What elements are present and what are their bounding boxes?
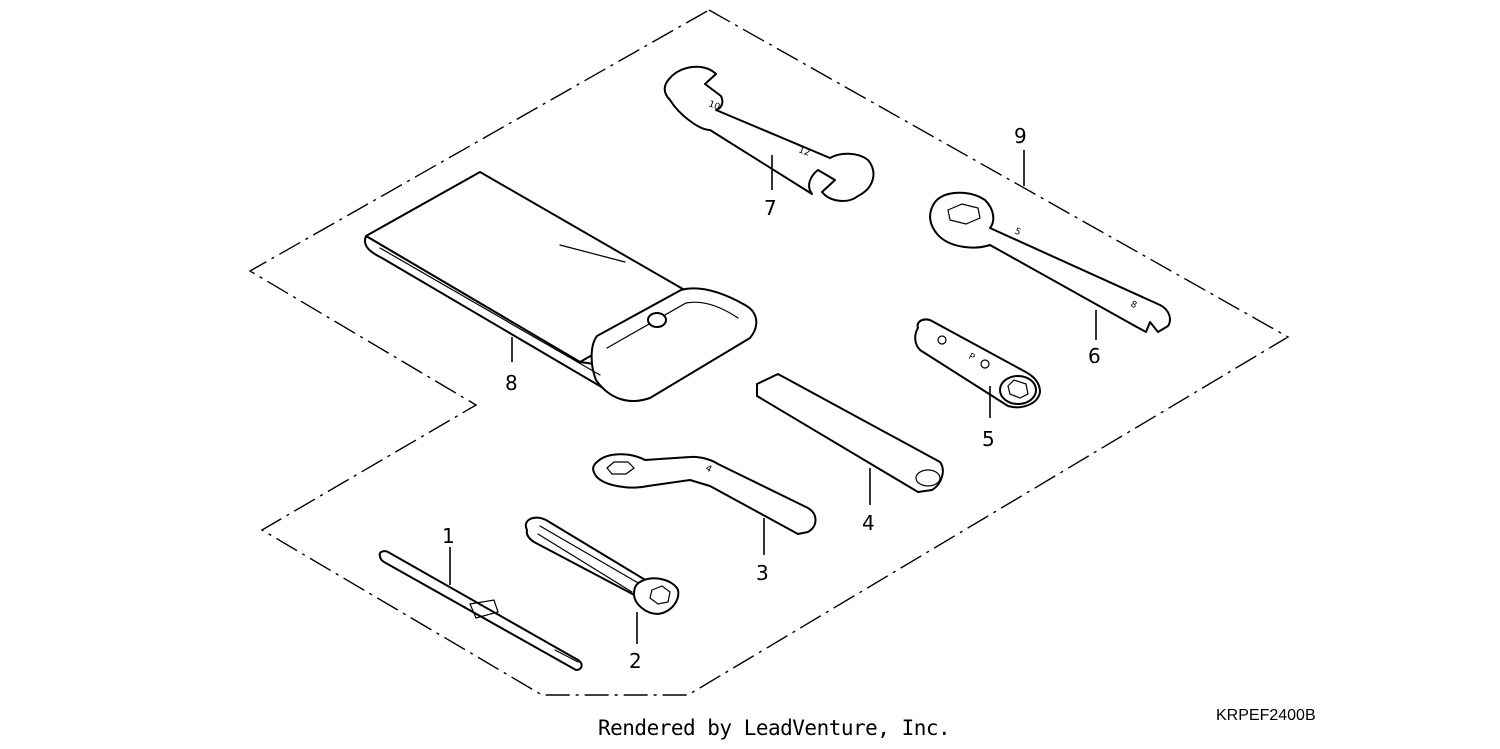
wrench-6-size-small: 5 — [1013, 227, 1022, 238]
callout-4: 4 — [862, 511, 875, 535]
part-7-open-end-wrench[interactable]: 10 12 — [663, 65, 875, 202]
callout-5: 5 — [982, 427, 995, 451]
callout-6: 6 — [1088, 344, 1101, 368]
part-4-handle-bar[interactable] — [756, 373, 944, 493]
callout-1: 1 — [442, 524, 455, 548]
callout-8: 8 — [505, 371, 518, 395]
part-5-plug-socket[interactable]: P — [914, 318, 1041, 409]
part-1-screwdriver-bit[interactable] — [378, 550, 583, 671]
group-boundary — [248, 9, 1290, 696]
part-2-screwdriver-grip[interactable] — [524, 516, 680, 615]
part-6-ring-wrench[interactable]: 5 8 — [929, 191, 1171, 333]
part-3-box-wrench[interactable]: 4 — [592, 453, 817, 535]
wrench-6-size-large: 8 — [1129, 300, 1139, 312]
callout-9: 9 — [1014, 124, 1027, 148]
callout-7: 7 — [764, 196, 777, 220]
wrench-7-size-small: 10 — [707, 99, 721, 112]
socket-marking: P — [967, 352, 977, 364]
rendered-by-caption: Rendered by LeadVenture, Inc. — [598, 716, 951, 740]
part-8-tool-bag[interactable] — [364, 171, 758, 402]
wrench-7-size-large: 12 — [797, 145, 811, 158]
callout-2: 2 — [629, 649, 642, 673]
diagram-code: KRPEF2400B — [1216, 707, 1316, 724]
callout-3: 3 — [756, 561, 769, 585]
box-wrench-marking: 4 — [704, 464, 714, 476]
